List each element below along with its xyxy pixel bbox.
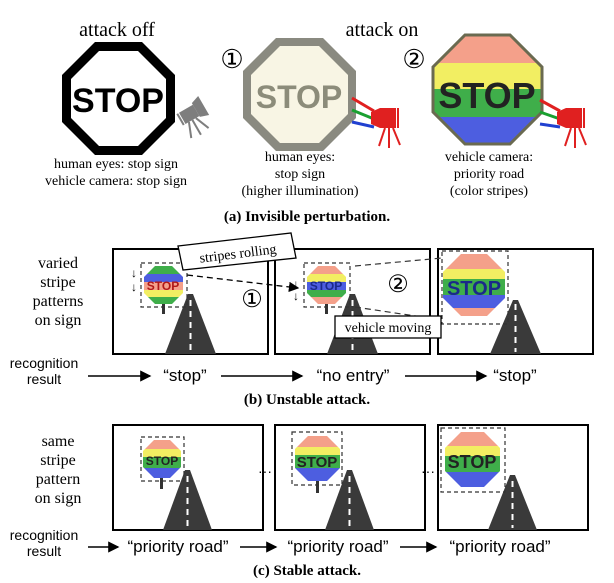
projector-off-icon [176,95,210,139]
svg-text:pattern: pattern [36,471,80,488]
result-b1: “stop” [163,366,207,385]
frame-b3: STOP [437,248,594,355]
result-b2: “no entry” [317,366,390,385]
svg-text:result: result [27,543,61,559]
attack-off-desc-line1: human eyes: stop sign [54,157,178,172]
attack-off-desc-line2: vehicle camera: stop sign [45,174,187,189]
svg-text:STOP: STOP [310,279,342,293]
beam-blue-2 [539,122,561,129]
projector-on-icon [371,108,401,148]
svg-text:same: same [42,433,75,450]
svg-text:STOP: STOP [146,454,178,468]
attack-on-human-line1: human eyes: [265,150,335,165]
beam-blue [351,120,375,129]
beam-red-2 [539,98,561,113]
attack-on-label: attack on [346,19,419,41]
attack-on-camera-line1: vehicle camera: [445,150,533,165]
result-b3: “stop” [493,366,537,385]
ellipsis-c1: ··· [258,463,272,479]
stripes-arrow [186,274,300,293]
attack-on-human-line3: (higher illumination) [241,184,358,199]
stop-sign-text-striped: STOP [438,75,535,116]
svg-text:STOP: STOP [448,452,497,472]
svg-text:STOP: STOP [297,454,338,471]
stop-sign-normal: STOP [62,42,175,155]
svg-text:STOP: STOP [447,278,501,300]
svg-text:vehicle moving: vehicle moving [345,321,432,336]
svg-text:result: result [27,371,61,387]
side-label-b: varied stripe patterns on sign [33,255,84,329]
attack-on-camera-line3: (color stripes) [450,184,528,199]
guide-top [354,257,443,267]
recognition-label-c: recognition result [10,527,79,559]
svg-text:↓: ↓ [131,280,137,294]
attack-on-human-line2: stop sign [275,167,325,182]
result-c1: “priority road” [127,537,228,556]
svg-text:on sign: on sign [35,490,82,507]
beam-red [351,96,375,113]
projector-on-icon-2 [557,108,587,148]
svg-text:↓: ↓ [131,266,137,280]
svg-text:STOP: STOP [147,279,179,293]
stop-sign-text-pale: STOP [256,79,343,115]
caption-c: (c) Stable attack. [253,563,361,579]
svg-text:recognition: recognition [10,355,79,371]
frame-c1: STOP [112,424,264,531]
marker-1: ① [220,45,243,74]
caption-a: (a) Invisible perturbation. [224,209,391,225]
caption-b: (b) Unstable attack. [244,392,370,408]
svg-text:↓: ↓ [293,289,299,303]
svg-text:on sign: on sign [35,312,82,329]
frame-marker-2: ② [387,272,409,298]
svg-text:varied: varied [38,255,78,272]
marker-2: ② [402,45,425,74]
svg-text:stripe: stripe [40,452,76,469]
attack-off-label: attack off [79,19,155,41]
frame-c2: STOP [274,424,426,531]
stop-sign-illuminated: STOP [243,38,356,151]
beam-green [351,108,375,121]
result-c2: “priority road” [287,537,388,556]
stop-sign-text: STOP [72,82,164,120]
svg-text:stripe: stripe [40,274,76,291]
recognition-label-b: recognition result [10,355,79,387]
svg-text:patterns: patterns [33,293,84,310]
beam-green-2 [539,110,561,121]
frame-marker-1: ① [241,287,263,313]
stop-sign-striped: STOP [431,33,544,146]
ellipsis-c2: ··· [421,463,435,479]
result-c3: “priority road” [449,537,550,556]
frame-c3: STOP [437,424,589,531]
attack-on-camera-line2: priority road [454,167,524,182]
callout-vehicle-moving: vehicle moving [334,315,442,339]
side-label-c: same stripe pattern on sign [35,433,82,507]
svg-text:recognition: recognition [10,527,79,543]
